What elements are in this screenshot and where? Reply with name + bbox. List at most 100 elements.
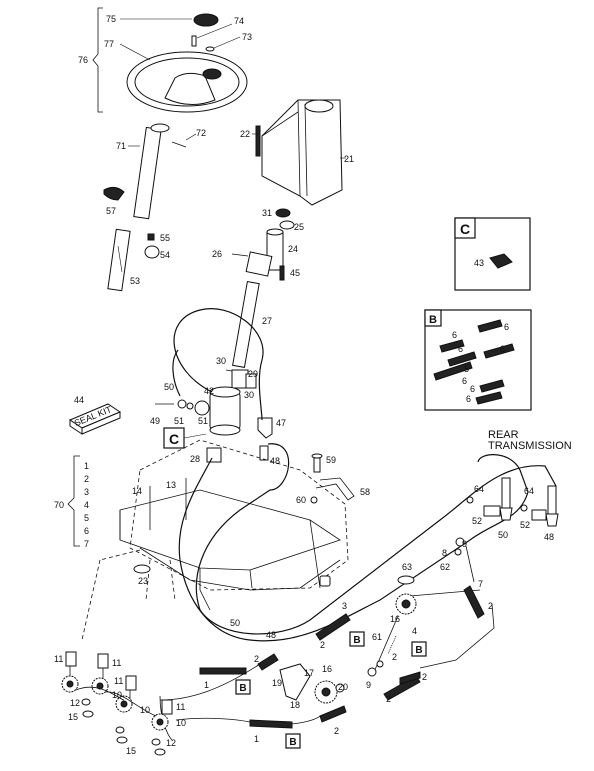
bracket-item-3: 3 — [84, 487, 89, 497]
label-2g: 2 — [334, 726, 339, 736]
wheel-cap-75 — [193, 13, 219, 27]
fitting-48a — [259, 445, 269, 461]
drive-chain — [159, 537, 495, 729]
fitting-48b — [547, 485, 557, 515]
inset-c: C 43 — [454, 217, 531, 291]
washer-8 — [454, 548, 462, 556]
label-31: 31 — [262, 208, 272, 218]
label-2d: 2 — [392, 652, 397, 662]
chain-1a — [199, 667, 247, 675]
chain-2c — [257, 653, 279, 671]
bracket-item-5: 5 — [84, 513, 89, 523]
part-labels: 75 74 73 76 77 72 71 57 55 54 53 22 21 3… — [54, 14, 554, 756]
label-8: 8 — [442, 548, 447, 558]
chain-2b — [463, 585, 485, 619]
label-6b: 6 — [504, 322, 509, 332]
washer-51a — [177, 399, 187, 409]
label-12a: 12 — [70, 698, 80, 708]
label-1a: 1 — [204, 680, 209, 690]
bracket-18 — [279, 663, 311, 701]
label-26: 26 — [212, 249, 222, 259]
label-53: 53 — [130, 276, 140, 286]
label-54: 54 — [160, 250, 170, 260]
tube-53 — [107, 228, 131, 292]
label-2f: 2 — [386, 694, 391, 704]
callout-b1-box — [349, 631, 365, 647]
link-6d-icon — [433, 361, 473, 381]
label-2a: 2 — [488, 601, 493, 611]
seal-kit-44: SEAL KIT — [68, 403, 122, 435]
label-20: 20 — [338, 682, 348, 692]
callout-b4-letter: B — [289, 737, 296, 748]
coupling-28 — [206, 447, 222, 463]
label-50b: 50 — [498, 530, 508, 540]
washer-9a — [455, 537, 465, 547]
elbow-47 — [257, 417, 273, 439]
washer-31 — [275, 208, 291, 218]
label-11c: 11 — [114, 676, 123, 686]
label-2b: 2 — [320, 640, 325, 650]
label-17: 17 — [304, 668, 314, 678]
bracket-70 — [67, 455, 80, 547]
link-6f-icon — [479, 379, 505, 393]
column-support-21 — [261, 99, 343, 206]
label-48b: 48 — [544, 532, 554, 542]
label-10b: 10 — [140, 705, 150, 715]
label-2c: 2 — [254, 654, 259, 664]
bracket-76 — [92, 7, 103, 113]
label-1b: 1 — [254, 734, 259, 744]
rear-transmission-label: REAR TRANSMISSION — [488, 429, 572, 452]
washer-73 — [205, 46, 215, 52]
label-51a: 51 — [174, 416, 184, 426]
label-71: 71 — [116, 141, 126, 151]
callout-b3-box — [235, 679, 251, 695]
label-55: 55 — [160, 233, 170, 243]
bushing-11d — [161, 699, 173, 715]
chain-2f — [319, 705, 347, 723]
label-72: 72 — [196, 128, 206, 138]
label-22: 22 — [240, 129, 250, 139]
label-11a: 11 — [54, 654, 63, 664]
label-30a: 30 — [216, 356, 226, 366]
clip-29 — [245, 373, 257, 389]
label-9b: 9 — [366, 680, 371, 690]
callout-c-main: C — [163, 427, 207, 449]
cable-lines — [172, 308, 557, 642]
label-2e: 2 — [422, 672, 427, 682]
label-29: 29 — [248, 369, 258, 379]
label-6e: 6 — [462, 376, 467, 386]
clamp-24 — [245, 251, 273, 277]
label-13: 13 — [166, 480, 176, 490]
rear-transmission-fittings — [466, 477, 559, 527]
bolt-26 — [231, 253, 249, 257]
label-76: 76 — [78, 55, 88, 65]
label-15a: 15 — [68, 712, 78, 722]
knob-57 — [103, 186, 125, 201]
bracket-item-6: 6 — [84, 526, 89, 536]
inset-c-tab — [454, 217, 476, 239]
label-10a: 10 — [112, 690, 122, 700]
label-57: 57 — [106, 206, 116, 216]
bracket-item-4: 4 — [84, 500, 89, 510]
label-64b: 64 — [524, 486, 534, 496]
label-5: 5 — [464, 364, 469, 374]
washer-9b — [367, 667, 377, 677]
washer-12b — [115, 726, 125, 734]
label-48a: 48 — [270, 456, 280, 466]
label-51b: 51 — [198, 416, 208, 426]
label-15b: 15 — [126, 746, 136, 756]
nut-52b — [531, 509, 547, 521]
bolt-22 — [255, 125, 261, 157]
label-4: 4 — [412, 626, 417, 636]
washer-15a — [82, 710, 94, 718]
label-30b: 30 — [244, 390, 254, 400]
label-12b: 12 — [166, 738, 176, 748]
callout-b3-letter: B — [239, 683, 246, 694]
label-25: 25 — [294, 222, 304, 232]
label-11d: 11 — [176, 702, 185, 712]
label-49: 49 — [150, 416, 160, 426]
label-16a: 16 — [390, 614, 400, 624]
spring-61 — [387, 635, 397, 655]
label-52a: 52 — [472, 516, 482, 526]
